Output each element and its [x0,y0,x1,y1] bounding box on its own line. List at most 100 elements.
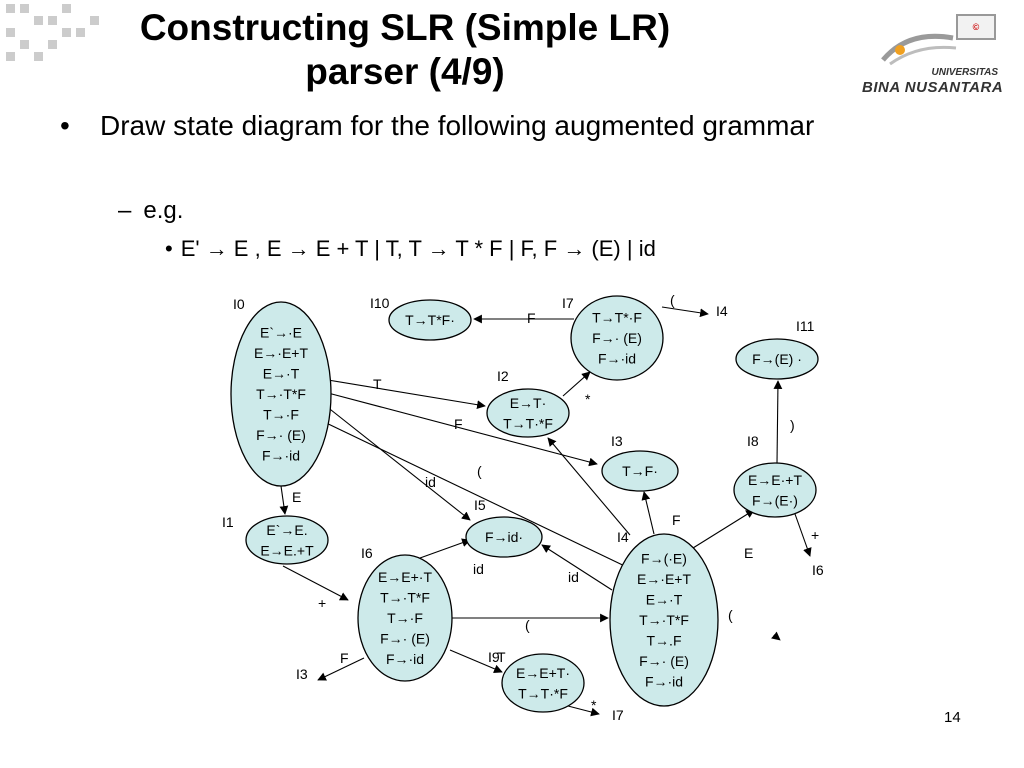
state-I7-item: F→·id [598,351,636,367]
edge-label-I6-I4: ( [525,617,530,633]
bullet-dash: – [118,197,132,224]
state-I10-item: T→T*F· [405,312,455,328]
state-I7-item: T→T*·F [592,310,642,326]
edge-label-I0-I5: id [425,474,436,490]
edge-I7-I4 [661,306,709,318]
edge-label-I1-I6: + [318,595,326,611]
bullet2-text: e.g. [143,197,184,224]
bullet-dot: • [60,110,70,141]
state-I2-item: E→T· [510,395,547,411]
bullet-dot-small: • [165,236,173,261]
state-I0: I0E`→·EE→·E+TE→·TT→·T*FT→·FF→· (E)F→·id [230,296,332,487]
state-I8-item: E→E·+T [748,472,803,488]
state-I9-ellipse [501,653,585,713]
state-I9: I9E→E+T·T→T·*F [488,649,585,713]
state-I11-item: F→(E) · [752,351,802,367]
state-I4-label: I4 [617,529,629,545]
edge-I0-I2 [327,379,486,410]
edge-label-I6-I3: F [340,650,349,666]
edge-I0-I1 [279,485,289,515]
edge-label-I0-I3: F [454,416,463,432]
state-I0-item: E→·T [263,366,300,382]
state-I1-label: I1 [222,514,234,530]
edge-I1-I6 [282,565,349,601]
external-target-I7: I7 [612,707,624,723]
edge-label-I6-I5: id [473,561,484,577]
edge-label-I4-I8: E [744,545,753,561]
state-I0-item: T→·T*F [256,386,306,402]
state-I3-label: I3 [611,433,623,449]
state-I9-item: E→E+T· [516,665,570,681]
state-I6-label: I6 [361,545,373,561]
state-I4-ellipse [609,533,719,707]
state-I4: I4F→(·E)E→·E+TE→·TT→·T*FT→.FF→· (E)F→·id [609,529,719,707]
logo-university-text: UNIVERSITAS [931,67,999,78]
state-I7-item: F→· (E) [592,330,642,346]
state-I1-item: E`→E. [266,522,307,538]
bullet-level2: –e.g. [118,196,183,226]
state-I2-item: T→T·*F [503,415,553,431]
state-I9-item: T→T·*F [518,685,568,701]
edge-I6-I3 [317,657,365,681]
logo-swoosh-icon [881,33,957,66]
state-I4-item: T→.F [647,633,682,649]
edge-label-I9-I7: * [591,697,597,713]
state-I4-item: F→(·E) [641,551,687,567]
state-I2: I2E→T· T→T·*F [486,368,570,438]
state-I3-item: T→F· [622,463,658,479]
edge-label-I0-I2: T [373,376,382,392]
state-I0-item: E→·E+T [254,345,309,361]
state-I6: I6E→E+·TT→·T*FT→·FF→· (E)F→·id [357,545,453,682]
edge-label-I2-I7: * [585,391,591,407]
edge-I4-I8 [692,509,755,549]
edge-label-I7-I4: ( [670,292,675,308]
edge-I8-I11 [773,380,783,464]
edge-I0-I5 [325,405,471,521]
edge-I6-I5 [419,538,471,559]
state-I8-item: F→(E·) [752,492,798,508]
state-I5-label: I5 [474,497,486,513]
state-I6-item: T→·F [387,610,423,626]
state-I1-ellipse [245,515,329,565]
state-I4-item: E→·T [646,592,683,608]
edge-label-I4-I3: F [672,512,681,528]
state-I8-label: I8 [747,433,759,449]
state-I11-ellipse [735,338,819,380]
edge-I2-I7 [562,371,591,397]
copyright-badge: © [956,14,996,40]
state-I7: I7T→T*·F F→· (E) F→·id [562,295,664,381]
bullet1-text: Draw state diagram for the following aug… [100,110,815,141]
edge-I0-I3 [327,392,598,467]
state-I5: I5F→id· [465,497,543,558]
state-I0-ellipse [230,301,332,487]
edge-label-I6-I9: T [497,649,506,665]
state-I1-item: E→E.+T [260,542,314,558]
state-I6-ellipse [357,554,453,682]
state-I5-ellipse [465,516,543,558]
state-I7-label: I7 [562,295,574,311]
edge-label-I4-I4: ( [728,607,733,623]
state-I8: I8E→E·+T F→(E·) [733,433,817,518]
state-I0-item: E`→·E [260,325,302,341]
state-I2-ellipse [486,388,570,438]
state-I5-item: F→id· [485,529,523,545]
state-I3: I3T→F· [601,433,679,492]
edge-label-I7-I10: F [527,310,536,326]
edge-I4-I2 [547,437,631,536]
state-I2-label: I2 [497,368,509,384]
edge-label-I8-I6: + [811,527,819,543]
state-I10-label: I10 [370,295,390,311]
external-target-I6: I6 [812,562,824,578]
edge-label-I0-I4: ( [477,463,482,479]
page-number: 14 [944,709,961,726]
state-I11-label: I11 [796,318,815,334]
state-I6-item: F→·id [386,651,424,667]
state-I4-item: T→·T*F [639,612,689,628]
grammar-text: E' → E , E → E + T | T, T → T * F | F, F… [180,236,656,261]
edge-label-I0-I1: E [292,489,301,505]
edge-I4-I3 [641,491,655,535]
